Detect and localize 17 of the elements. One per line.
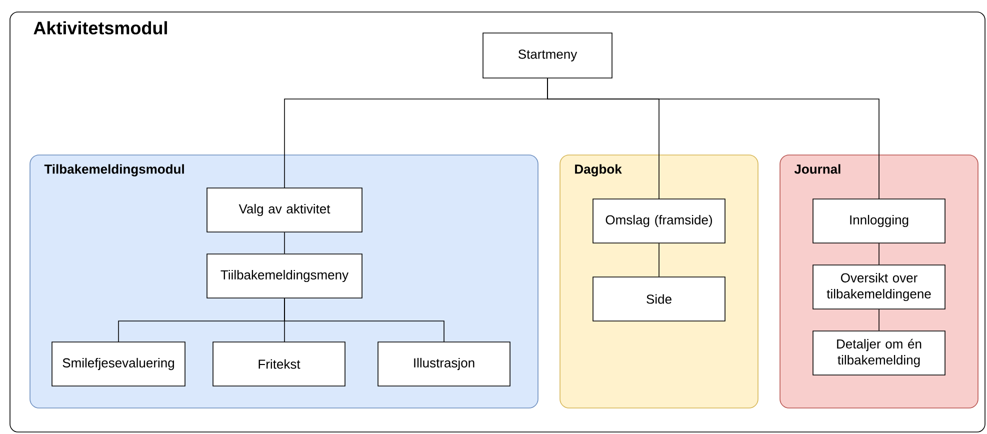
process-box: Fritekst bbox=[212, 342, 346, 386]
connector-line bbox=[284, 232, 285, 254]
process-box: Innlogging bbox=[812, 198, 946, 244]
process-box: Illustrasjon bbox=[378, 342, 510, 386]
process-box: Startmeny bbox=[482, 32, 612, 78]
connector-line bbox=[878, 243, 880, 265]
connector-line bbox=[878, 309, 880, 331]
process-box: Detaljer om én tilbakemelding bbox=[812, 330, 946, 376]
process-box: Valg av aktivitet bbox=[206, 188, 362, 232]
process-box: Oversikt over tilbakemeldingene bbox=[812, 264, 946, 310]
connector-line bbox=[547, 78, 880, 200]
process-box: Omslag (framside) bbox=[592, 198, 726, 244]
connector-line bbox=[284, 298, 444, 342]
process-box: Side bbox=[592, 276, 726, 322]
connector-line bbox=[658, 243, 660, 277]
process-box: Smilefjesevaluering bbox=[52, 342, 186, 386]
process-box: Tiilbakemeldingsmeny bbox=[206, 254, 362, 298]
